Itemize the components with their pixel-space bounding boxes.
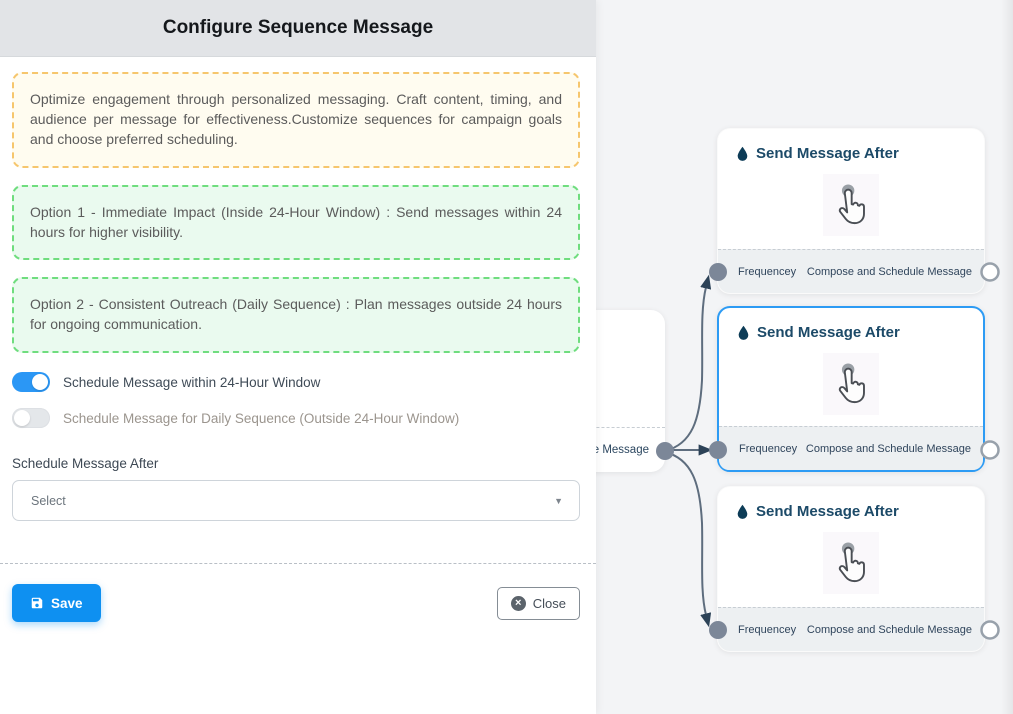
toggle-knob — [14, 410, 30, 427]
save-button-label: Save — [51, 595, 83, 611]
toggle-row-daily-sequence: Schedule Message for Daily Sequence (Out… — [12, 408, 580, 429]
compose-schedule-label: Compose and Schedule Message — [806, 265, 972, 278]
node-footer: Frequencey Compose and Schedule Message — [718, 249, 984, 293]
tap-hand-icon — [823, 353, 879, 415]
footer-divider — [0, 563, 596, 565]
node-title-row: Send Message After — [718, 129, 984, 162]
node-title-row: Send Message After — [719, 308, 983, 341]
panel-header: Configure Sequence Message — [0, 0, 596, 57]
tap-hand-icon — [823, 174, 879, 236]
compose-schedule-label: Compose and Schedule Message — [805, 442, 971, 455]
droplet-icon — [737, 146, 748, 161]
save-button[interactable]: Save — [12, 584, 101, 623]
info-note: Optimize engagement through personalized… — [12, 72, 580, 168]
flow-node-send-message-after-2[interactable]: Send Message After Frequencey Compose an… — [717, 306, 985, 472]
toggle-knob — [32, 374, 48, 391]
panel-title: Configure Sequence Message — [162, 17, 434, 38]
schedule-after-select[interactable]: Select ▼ — [12, 480, 580, 522]
close-button[interactable]: × Close — [496, 586, 580, 620]
select-value: Select — [31, 493, 66, 508]
chevron-down-icon: ▼ — [554, 495, 563, 506]
close-button-label: Close — [532, 595, 566, 611]
toggle-row-24h-window: Schedule Message within 24-Hour Window — [12, 372, 580, 393]
toggle-daily-sequence-label: Schedule Message for Daily Sequence (Out… — [63, 410, 460, 426]
droplet-icon — [738, 325, 749, 340]
droplet-icon — [737, 504, 748, 519]
close-icon: × — [510, 595, 526, 611]
frequency-label: Frequencey — [738, 265, 797, 278]
flow-node-send-message-after-1[interactable]: Send Message After Frequencey Compose an… — [717, 128, 985, 294]
toggle-daily-sequence[interactable] — [12, 408, 50, 429]
option1-note: Option 1 - Immediate Impact (Inside 24-H… — [12, 184, 580, 261]
node-title: Send Message After — [756, 145, 899, 162]
node-footer: Frequencey Compose and Schedule Message — [719, 426, 983, 470]
right-edge-shade — [1001, 0, 1013, 714]
edge-parent-to-node1[interactable] — [664, 274, 712, 452]
flow-node-send-message-after-3[interactable]: Send Message After Frequencey Compose an… — [717, 486, 985, 652]
schedule-after-label: Schedule Message After — [12, 456, 159, 472]
edge-parent-to-node3[interactable] — [664, 451, 712, 628]
frequency-label: Frequencey — [739, 442, 798, 455]
compose-schedule-label: Compose and Schedule Message — [806, 623, 972, 636]
node-title: Send Message After — [756, 503, 899, 520]
toggle-24h-window[interactable] — [12, 372, 50, 393]
node-title-row: Send Message After — [718, 487, 984, 520]
frequency-label: Frequencey — [738, 623, 797, 636]
toggle-24h-window-label: Schedule Message within 24-Hour Window — [63, 374, 321, 390]
option2-note: Option 2 - Consistent Outreach (Daily Se… — [12, 277, 580, 354]
node-title: Send Message After — [757, 324, 900, 341]
configure-sequence-panel: Configure Sequence Message Optimize enga… — [0, 0, 596, 714]
tap-hand-icon — [823, 532, 879, 594]
save-icon — [31, 597, 43, 609]
node-footer: Frequencey Compose and Schedule Message — [718, 607, 984, 651]
